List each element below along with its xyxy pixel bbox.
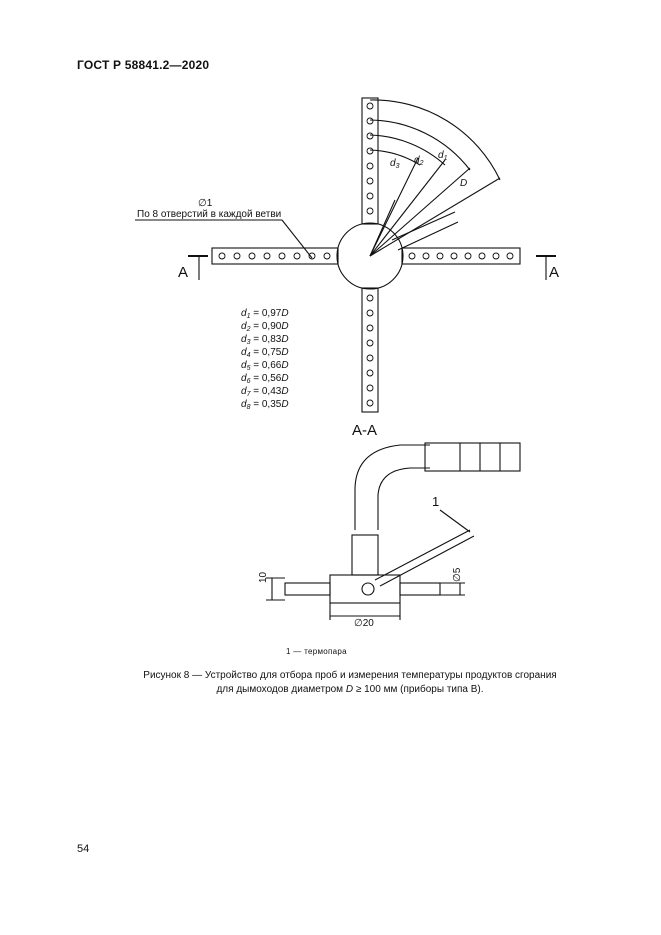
connector — [424, 442, 521, 472]
sampling-hole — [366, 294, 374, 302]
sampling-hole — [366, 309, 374, 317]
diameter-formula: d7 = 0,43D — [241, 386, 289, 398]
sampling-hole — [218, 252, 226, 260]
hole-diameter-label: ∅1 — [198, 198, 213, 209]
arc-D — [369, 99, 501, 181]
sampling-hole — [366, 354, 374, 362]
arc-d3 — [369, 149, 421, 166]
hole-note-label: По 8 отверстий в каждой ветви — [137, 209, 282, 220]
right-branch — [399, 582, 441, 596]
bent-tube-inner — [377, 467, 430, 530]
section-marker-left: A — [178, 264, 189, 281]
diameter-formula: d4 = 0,75D — [241, 347, 289, 359]
sampling-hole — [450, 252, 458, 260]
diameter-formula: d1 = 0,97D — [241, 308, 289, 320]
sampling-hole — [464, 252, 472, 260]
section-title: A-A — [352, 422, 378, 439]
sampling-hole — [366, 102, 374, 110]
sampling-hole — [366, 369, 374, 377]
sampling-hole — [366, 132, 374, 140]
diameter-formula: d3 = 0,83D — [241, 334, 289, 346]
sampling-hole — [366, 384, 374, 392]
sampling-hole — [293, 252, 301, 260]
arm-left — [211, 247, 339, 265]
sampling-hole — [492, 252, 500, 260]
arm-top — [361, 97, 379, 225]
sampling-hole — [366, 339, 374, 347]
caption-line-1: Рисунок 8 — Устройство для отбора проб и… — [143, 670, 557, 681]
sampling-hole — [323, 252, 331, 260]
bent-tube-outer — [354, 444, 430, 530]
thermocouple-end — [361, 582, 375, 596]
dim-height: 10 — [258, 571, 269, 583]
sampling-hole — [422, 252, 430, 260]
sampling-hole — [366, 177, 374, 185]
diameter-formula: d6 = 0,56D — [241, 373, 289, 385]
figure-caption: Рисунок 8 — Устройство для отбора проб и… — [120, 669, 580, 697]
callout-1: 1 — [432, 494, 440, 509]
diameter-formula: d2 = 0,90D — [241, 321, 289, 333]
dim-inner: ∅5 — [452, 567, 463, 582]
diameter-formula: d5 = 0,66D — [241, 360, 289, 372]
arc-label-d2: d2 — [414, 155, 424, 167]
sampling-hole — [366, 162, 374, 170]
document-header: ГОСТ Р 58841.2—2020 — [77, 58, 210, 72]
sampling-hole — [506, 252, 514, 260]
sampling-hole — [308, 252, 316, 260]
sampling-hole — [436, 252, 444, 260]
stem — [351, 534, 379, 576]
holes-group — [218, 102, 514, 407]
caption-line-2: для дымоходов диаметром D ≥ 100 мм (приб… — [216, 684, 484, 695]
figure-legend: 1 — термопара — [286, 647, 347, 656]
sampling-hole — [366, 399, 374, 407]
sampling-hole — [366, 192, 374, 200]
page-number: 54 — [77, 843, 90, 855]
central-hub — [336, 222, 404, 290]
sampling-hole — [278, 252, 286, 260]
section-marker-right: A — [549, 264, 560, 281]
arc-label-d1: d1 — [438, 150, 448, 162]
arm-bottom — [361, 287, 379, 413]
sampling-hole — [408, 252, 416, 260]
arc-label-D: D — [460, 178, 468, 189]
sampling-hole — [366, 324, 374, 332]
sampling-hole — [366, 207, 374, 215]
sampling-hole — [366, 117, 374, 125]
sampling-hole — [233, 252, 241, 260]
arc-label-d3: d3 — [390, 158, 400, 170]
left-branch — [284, 582, 331, 596]
diameter-formula: d8 = 0,35D — [241, 399, 289, 411]
sampling-hole — [248, 252, 256, 260]
arc-d1 — [369, 119, 471, 171]
sampling-hole — [478, 252, 486, 260]
section-view-drawing — [266, 442, 521, 620]
cross-body — [329, 574, 401, 604]
sampling-hole — [263, 252, 271, 260]
sampling-hole — [366, 147, 374, 155]
arm-right — [401, 247, 521, 265]
dim-width: ∅20 — [354, 618, 374, 629]
arc-d2 — [369, 134, 446, 166]
top-view-drawing — [135, 97, 556, 413]
